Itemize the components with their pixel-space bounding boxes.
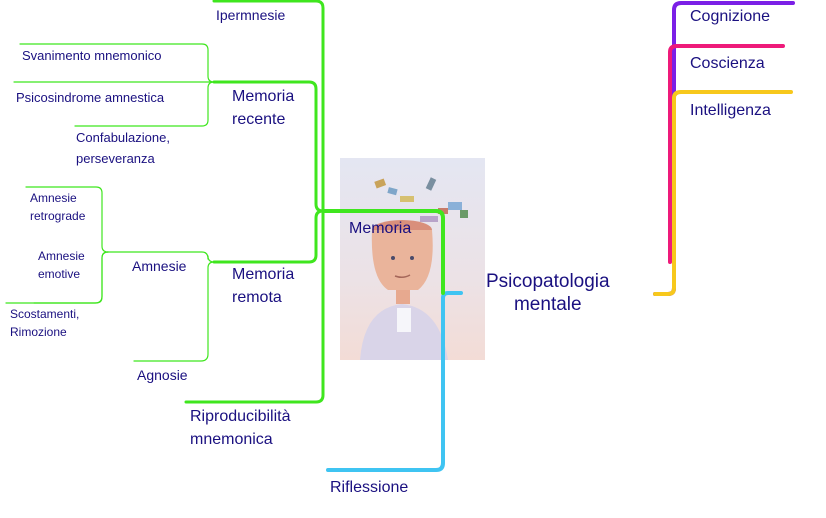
riproducibilita-line2: mnemonica <box>190 431 273 449</box>
amnesie-emotive-line1: Amnesie <box>38 249 85 263</box>
link-riproducibilita <box>184 209 325 404</box>
link-memoria <box>321 209 445 295</box>
riproducibilita-line1: Riproducibilità <box>190 408 291 425</box>
link-svanimento <box>19 43 215 83</box>
topic-amnesie-emotive[interactable]: Amnesie emotive <box>38 249 85 282</box>
topic-intelligenza[interactable]: Intelligenza <box>690 102 771 119</box>
topic-confabulazione-perseveranza[interactable]: Confabulazione, perseveranza <box>76 130 170 166</box>
head <box>360 220 448 360</box>
central-topic[interactable]: Psicopatologia mentale <box>486 271 610 317</box>
central-topic-line2: mentale <box>513 293 582 315</box>
confabulazione-line1: Confabulazione, <box>76 130 170 145</box>
topic-memoria-recente[interactable]: Memoria recente <box>232 87 294 129</box>
scostamenti-line2: Rimozione <box>10 325 67 340</box>
thought-fragments <box>374 177 468 222</box>
topic-agnosie[interactable]: Agnosie <box>137 367 188 383</box>
memoria-recente-line2: recente <box>232 111 286 129</box>
topic-coscienza[interactable]: Coscienza <box>690 55 765 72</box>
topic-psicosindrome-amnestica[interactable]: Psicosindrome amnestica <box>16 90 165 105</box>
topic-ipermnesie[interactable]: Ipermnesie <box>216 7 286 23</box>
topic-riflessione[interactable]: Riflessione <box>330 479 409 496</box>
link-amnesie-retrograde <box>25 186 109 253</box>
topic-memoria[interactable]: Memoria <box>349 220 412 237</box>
memoria-recente-line1: Memoria <box>232 88 295 105</box>
link-agnosie <box>133 261 215 362</box>
topic-amnesie[interactable]: Amnesie <box>132 258 187 274</box>
link-intelligenza <box>653 90 793 296</box>
topic-amnesie-retrograde[interactable]: Amnesie retrograde <box>30 191 85 224</box>
amnesie-retrograde-line2: retrograde <box>30 209 86 224</box>
scostamenti-line1: Scostamenti, <box>10 307 80 321</box>
amnesie-retrograde-line1: Amnesie <box>30 191 77 205</box>
link-confabulazione <box>74 81 215 127</box>
memoria-remota-line1: Memoria <box>232 266 295 283</box>
amnesie-emotive-line2: emotive <box>38 267 81 282</box>
link-scostamenti <box>5 251 109 304</box>
confabulazione-line2: perseveranza <box>76 150 155 166</box>
link-ipermnesie <box>212 0 325 213</box>
head-illustration <box>340 158 485 360</box>
topic-cognizione[interactable]: Cognizione <box>690 8 771 25</box>
topic-scostamenti-rimozione[interactable]: Scostamenti, Rimozione <box>10 307 79 340</box>
topic-svanimento-mnemonico[interactable]: Svanimento mnemonico <box>22 48 162 63</box>
link-riflessione <box>326 291 463 472</box>
link-memoria-remota <box>212 209 325 264</box>
link-coscienza <box>668 44 785 264</box>
memoria-remota-line2: remota <box>232 289 282 307</box>
topic-memoria-remota[interactable]: Memoria remota <box>232 265 294 307</box>
topic-riproducibilita-mnemonica[interactable]: Riproducibilità mnemonica <box>190 407 291 449</box>
link-amnesie <box>107 251 215 263</box>
central-topic-line1: Psicopatologia <box>486 271 610 292</box>
